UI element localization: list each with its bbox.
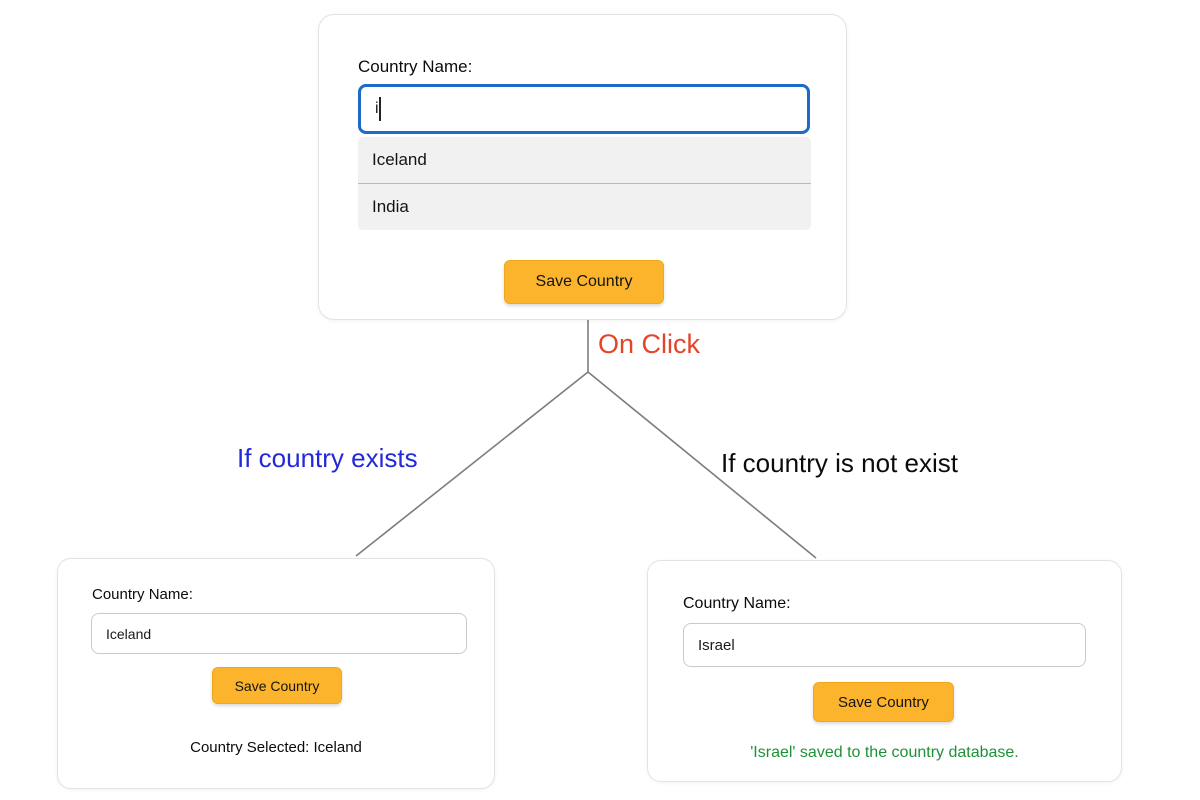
dropdown-item-iceland[interactable]: Iceland — [372, 150, 427, 169]
country-name-label: Country Name: — [358, 57, 473, 76]
autocomplete-dropdown: Iceland India — [358, 137, 811, 230]
country-name-input-wrap — [91, 613, 467, 654]
dropdown-item-india[interactable]: India — [372, 197, 409, 216]
country-name-label: Country Name: — [683, 595, 791, 612]
country-not-exist-state-card: Country Name: Save Country 'Israel' save… — [647, 560, 1122, 782]
branch-label-country-not-exist: If country is not exist — [721, 448, 958, 478]
text-caret — [379, 97, 381, 121]
country-name-input[interactable] — [358, 84, 810, 134]
on-click-label: On Click — [598, 329, 701, 359]
dropdown-divider — [358, 183, 811, 184]
country-name-input[interactable] — [91, 613, 467, 654]
country-selected-message: Country Selected: Iceland — [190, 739, 362, 756]
country-name-label: Country Name: — [92, 586, 193, 603]
save-country-button[interactable]: Save Country — [504, 260, 664, 304]
save-country-button[interactable]: Save Country — [212, 667, 342, 704]
save-country-button[interactable]: Save Country — [813, 682, 954, 722]
autocomplete-state-card: Country Name: Iceland India Save Country — [318, 14, 847, 320]
country-saved-message: 'Israel' saved to the country database. — [750, 744, 1019, 761]
country-exists-state-card: Country Name: Save Country Country Selec… — [57, 558, 495, 789]
country-name-input-wrap — [358, 84, 810, 134]
country-name-input[interactable] — [683, 623, 1086, 667]
country-name-input-wrap — [683, 623, 1086, 667]
branch-label-country-exists: If country exists — [237, 443, 418, 473]
